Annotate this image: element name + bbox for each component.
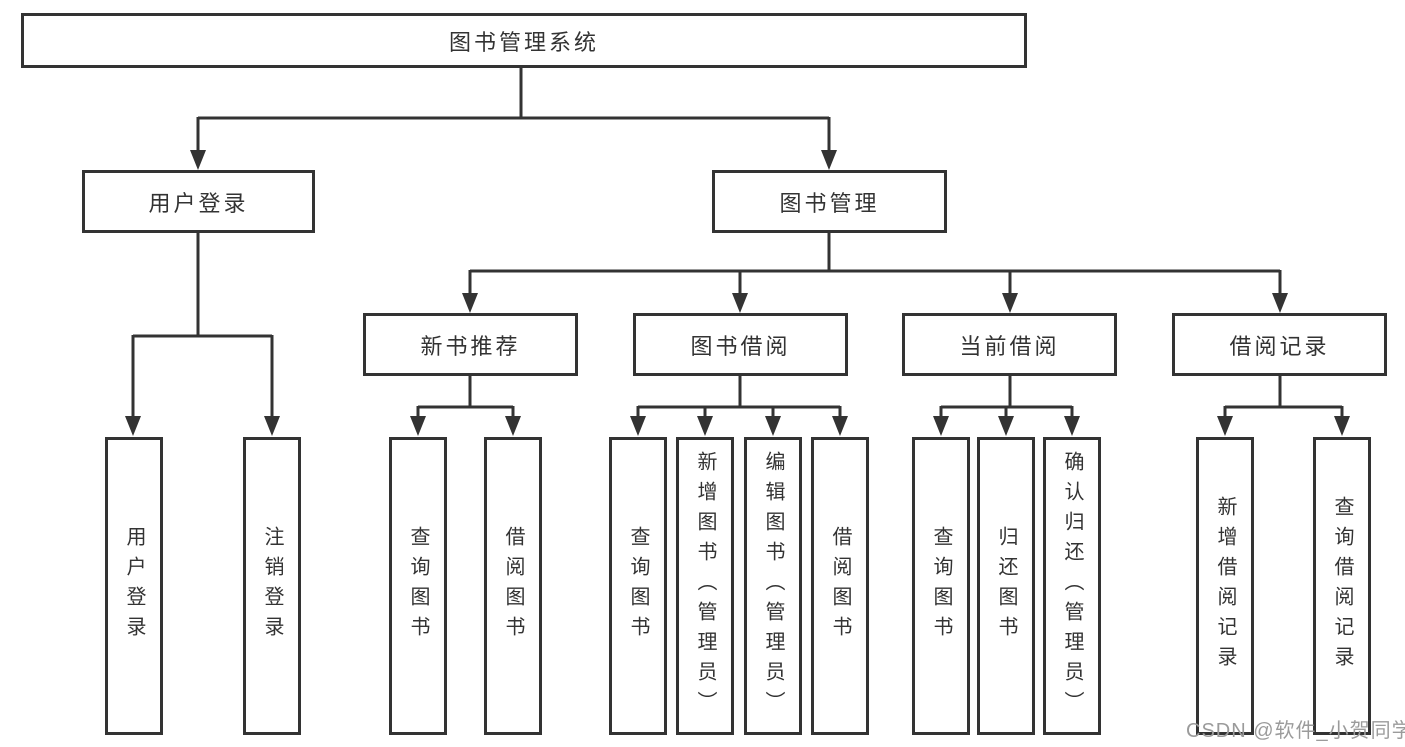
- connector-current-borrow: [939, 376, 1074, 418]
- connector-borrow-records: [1223, 376, 1344, 418]
- leaf-return-book-label: 归还图书: [995, 526, 1017, 646]
- arrowheads-root: [190, 150, 837, 170]
- node-current-borrow-label: 当前借阅: [959, 333, 1060, 359]
- leaf-query-borrow-record-label: 查询借阅记录: [1331, 496, 1353, 676]
- leaf-add-borrow-record-label: 新增借阅记录: [1214, 496, 1236, 676]
- node-user-login-label: 用户登录: [148, 190, 249, 216]
- node-book-borrow-label: 图书借阅: [690, 333, 791, 359]
- node-book-management: 图书管理: [712, 170, 947, 233]
- leaf-user-login-label: 用户登录: [123, 526, 145, 646]
- leaf-borrow-books-label: 借阅图书: [829, 526, 851, 646]
- leaf-add-book-admin: 新增图书（管理员）: [676, 437, 734, 735]
- leaf-borrow-books-recommend-label: 借阅图书: [502, 526, 524, 646]
- leaf-query-books-recommend-label: 查询图书: [407, 526, 429, 646]
- arrowheads-user-login: [125, 416, 280, 436]
- leaf-query-books-borrow: 查询图书: [609, 437, 667, 735]
- leaf-confirm-return-admin: 确认归还（管理员）: [1043, 437, 1101, 735]
- arrowheads-new-book-recommend: [410, 416, 521, 436]
- node-borrow-records-label: 借阅记录: [1229, 333, 1330, 359]
- leaf-query-books-recommend: 查询图书: [389, 437, 447, 735]
- leaf-edit-book-admin: 编辑图书（管理员）: [744, 437, 802, 735]
- node-book-borrow: 图书借阅: [633, 313, 848, 376]
- leaf-borrow-books: 借阅图书: [811, 437, 869, 735]
- leaf-add-borrow-record: 新增借阅记录: [1196, 437, 1254, 735]
- arrowheads-current-borrow: [933, 416, 1080, 436]
- leaf-query-books-borrow-label: 查询图书: [627, 526, 649, 646]
- csdn-watermark: CSDN @软件_小贺同学: [1186, 720, 1405, 742]
- leaf-confirm-return-admin-label: 确认归还（管理员）: [1061, 451, 1083, 721]
- connector-book-borrow: [636, 376, 842, 418]
- leaf-query-borrow-record: 查询借阅记录: [1313, 437, 1371, 735]
- leaf-return-book: 归还图书: [977, 437, 1035, 735]
- connector-user-login: [131, 233, 274, 418]
- node-root-system-label: 图书管理系统: [448, 29, 599, 55]
- node-new-book-recommend-label: 新书推荐: [420, 333, 521, 359]
- leaf-edit-book-admin-label: 编辑图书（管理员）: [762, 451, 784, 721]
- arrowheads-borrow-records: [1217, 416, 1350, 436]
- connector-book-management: [468, 233, 1282, 295]
- leaf-user-login: 用户登录: [105, 437, 163, 735]
- connector-root: [196, 68, 831, 152]
- node-new-book-recommend: 新书推荐: [363, 313, 578, 376]
- leaf-query-books-current: 查询图书: [912, 437, 970, 735]
- node-root-system: 图书管理系统: [21, 13, 1027, 68]
- leaf-logout: 注销登录: [243, 437, 301, 735]
- leaf-add-book-admin-label: 新增图书（管理员）: [694, 451, 716, 721]
- arrowheads-book-borrow: [630, 416, 848, 436]
- leaf-query-books-current-label: 查询图书: [930, 526, 952, 646]
- node-user-login: 用户登录: [82, 170, 315, 233]
- leaf-borrow-books-recommend: 借阅图书: [484, 437, 542, 735]
- node-current-borrow: 当前借阅: [902, 313, 1117, 376]
- connector-new-book-recommend: [416, 376, 515, 418]
- node-book-management-label: 图书管理: [779, 190, 880, 216]
- arrowheads-book-management: [462, 293, 1288, 313]
- node-borrow-records: 借阅记录: [1172, 313, 1387, 376]
- leaf-logout-label: 注销登录: [261, 526, 283, 646]
